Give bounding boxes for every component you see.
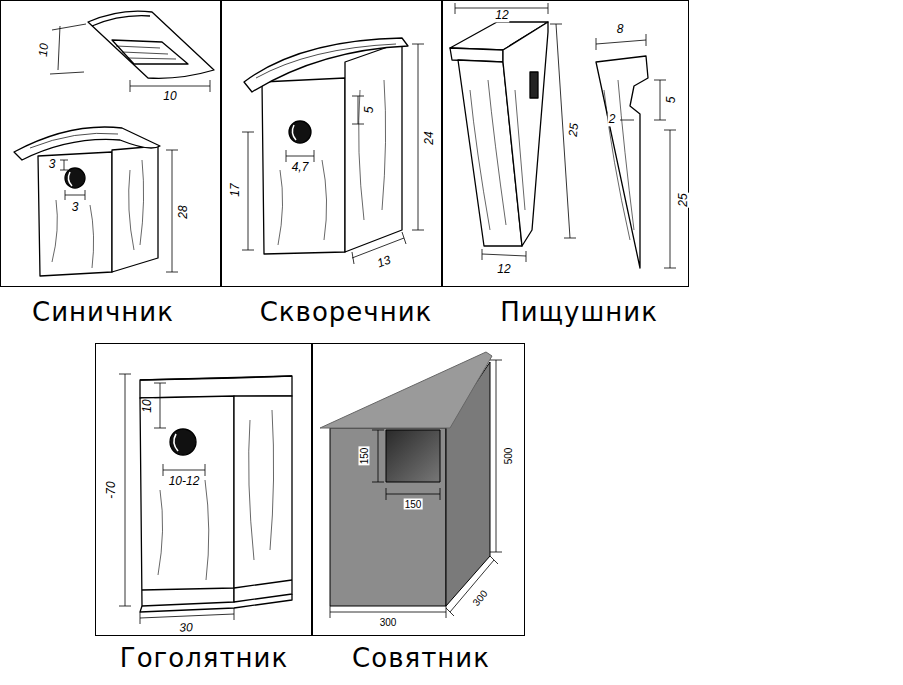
- dimension-label: 24: [423, 130, 436, 145]
- dimension-label: 25: [567, 122, 581, 138]
- dimension-label: 3: [71, 201, 80, 214]
- dimension-label: 5: [665, 96, 678, 105]
- dimension-label: 2: [608, 113, 617, 126]
- dimension-label: 8: [616, 23, 625, 36]
- dimension-label: 30: [178, 621, 194, 635]
- dimension-label: 10: [162, 90, 177, 103]
- panel-caption: Пищушник: [500, 299, 658, 325]
- dimension-label: 150: [404, 499, 423, 510]
- dimension-label: 17: [229, 182, 242, 197]
- birdhouse-panel: Совятник: [312, 343, 525, 636]
- dimension-label: 150: [359, 447, 370, 466]
- birdhouse-panel: Синичник: [0, 0, 221, 287]
- birdhouse-panel: Скворечник: [221, 0, 442, 287]
- dimension-label: 500: [503, 447, 514, 466]
- panel-caption: Гоголятник: [120, 645, 288, 671]
- dimension-label: 5: [363, 106, 376, 115]
- dimension-label: 12: [494, 9, 509, 22]
- dimension-label: 10: [141, 398, 154, 413]
- dimension-label: 25: [677, 192, 690, 207]
- panel-caption: Скворечник: [260, 299, 433, 325]
- dimension-label: -70: [105, 480, 118, 499]
- dimension-label: 10-12: [168, 475, 201, 488]
- dimension-label: 3: [48, 158, 57, 171]
- dimension-label: 28: [177, 204, 190, 219]
- dimension-label: 13: [375, 253, 394, 271]
- birdhouse-panel: Гоголятник: [95, 343, 312, 636]
- dimension-label: 12: [496, 263, 511, 276]
- panel-caption: Синичник: [32, 299, 174, 325]
- dimension-label: 300: [379, 617, 398, 628]
- dimension-label: 300: [470, 587, 490, 608]
- dimension-label: 10: [37, 42, 51, 58]
- dimension-label: 4,7: [291, 161, 310, 174]
- panel-caption: Совятник: [352, 645, 490, 671]
- birdhouse-panel: Пищушник: [442, 0, 689, 287]
